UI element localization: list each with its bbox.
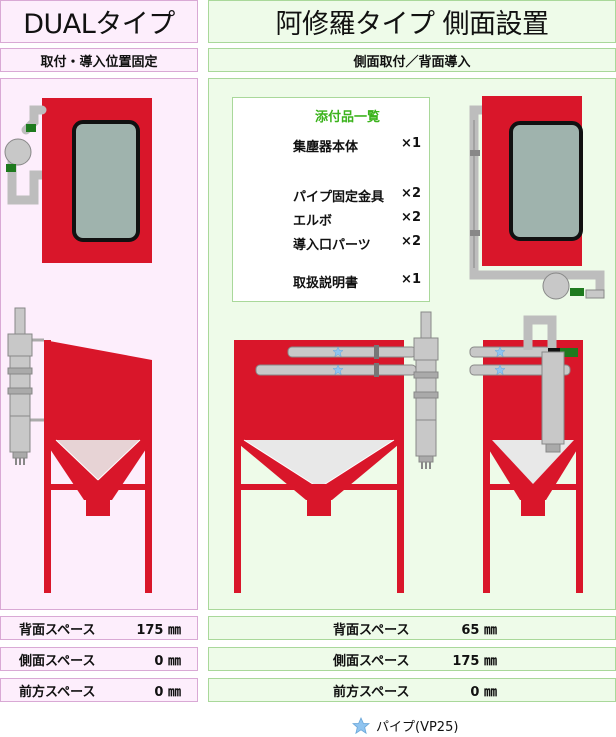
accessories-title: 添付品一覧: [315, 110, 381, 125]
accessory-name: パイプ固定金具: [293, 190, 385, 205]
legend: パイプ(VP25): [352, 716, 458, 735]
spec-value: 175 ㎜: [136, 622, 181, 638]
accessory-qty: ×1: [401, 136, 421, 151]
left-subtitle: 取付・導入位置固定: [40, 54, 158, 70]
spec-label: 前方スペース: [333, 684, 410, 700]
accessory-qty: ×2: [401, 210, 421, 225]
spec-value: 65 ㎜: [461, 622, 497, 638]
left-spec-row: 側面スペース 0 ㎜: [0, 647, 198, 671]
right-spec-row: 側面スペース 175 ㎜: [208, 647, 616, 671]
right-subtitle: 側面取付／背面導入: [353, 54, 471, 70]
left-spec-row: 背面スペース 175 ㎜: [0, 616, 198, 640]
left-title-box: DUALタイプ: [0, 0, 198, 43]
left-spec-row: 前方スペース 0 ㎜: [0, 678, 198, 702]
dual-front-view: [7, 307, 152, 593]
spec-value: 0 ㎜: [154, 684, 181, 700]
right-spec-row: 背面スペース 65 ㎜: [208, 616, 616, 640]
right-spec-row: 前方スペース 0 ㎜: [208, 678, 616, 702]
spec-value: 0 ㎜: [154, 653, 181, 669]
accessory-name: 集塵器本体: [293, 140, 359, 155]
left-subtitle-box: 取付・導入位置固定: [0, 48, 198, 72]
dual-top-view: [4, 98, 152, 263]
side-front-view: [234, 311, 439, 593]
accessory-qty: ×2: [401, 186, 421, 201]
accessory-qty: ×2: [401, 234, 421, 249]
right-title-box: 阿修羅タイプ 側面設置: [208, 0, 616, 43]
spec-label: 背面スペース: [333, 622, 410, 638]
spec-label: 側面スペース: [333, 653, 410, 669]
accessory-qty: ×1: [401, 272, 421, 287]
legend-label: パイプ(VP25): [376, 720, 459, 735]
accessory-name: 取扱説明書: [293, 276, 359, 291]
ashura-top-view: [469, 96, 605, 300]
spec-label: 前方スペース: [19, 684, 96, 700]
left-diagram-panel: [0, 78, 198, 610]
spec-label: 背面スペース: [19, 622, 96, 638]
right-title: 阿修羅タイプ 側面設置: [275, 9, 549, 40]
ashura-front-view: [469, 315, 583, 593]
spec-label: 側面スペース: [19, 653, 96, 669]
accessory-name: 導入口パーツ: [293, 238, 371, 253]
spec-value: 175 ㎜: [452, 653, 497, 669]
accessories-box: 添付品一覧 集塵器本体 ×1 パイプ固定金具 ×2 エルボ ×2 導入口パーツ …: [232, 97, 430, 302]
accessory-name: エルボ: [293, 214, 333, 229]
left-title: DUALタイプ: [23, 9, 175, 40]
star-icon: [352, 716, 370, 734]
spec-value: 0 ㎜: [470, 684, 497, 700]
right-subtitle-box: 側面取付／背面導入: [208, 48, 616, 72]
